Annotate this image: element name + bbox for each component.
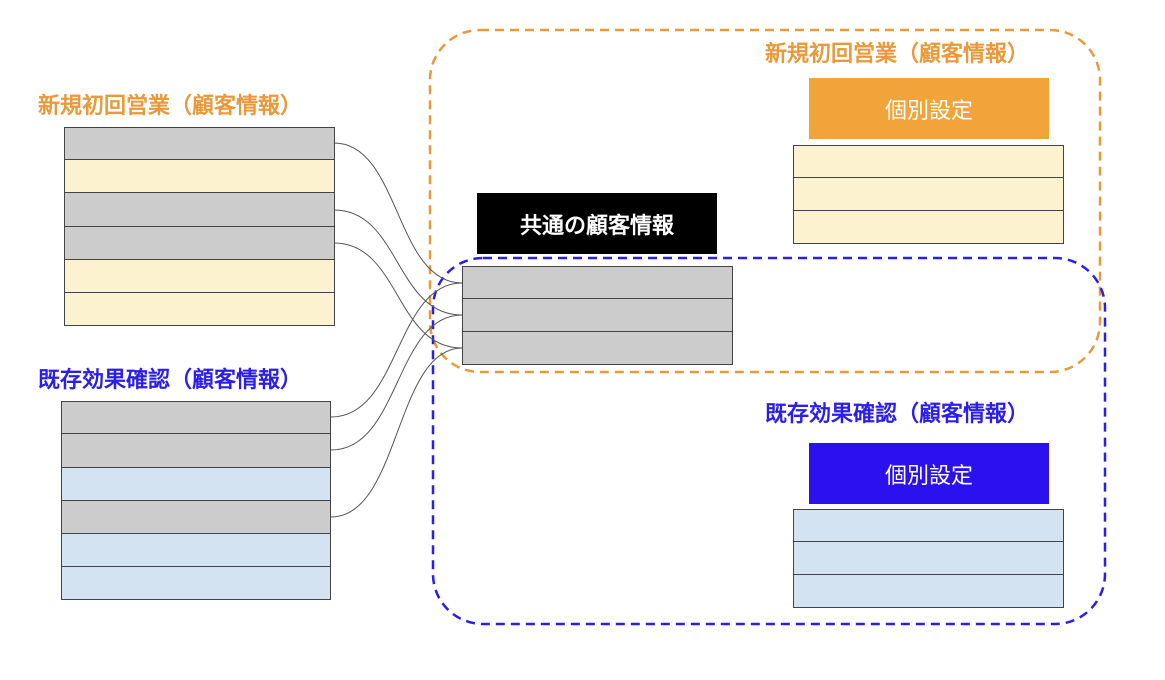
table-row [793, 542, 1064, 575]
table-row [462, 266, 733, 299]
table-row [793, 178, 1064, 211]
right-existing-check-individual-header: 個別設定 [809, 443, 1049, 504]
connector-line [330, 314, 463, 451]
table-row [64, 160, 335, 193]
common-info-header: 共通の顧客情報 [477, 193, 717, 254]
table-row [793, 211, 1064, 244]
right-existing-check-title: 既存効果確認（顧客情報） [765, 402, 1030, 427]
table-row [64, 293, 335, 326]
right-new-sales-table [793, 145, 1064, 244]
right-new-sales-title: 新規初回営業（顧客情報） [765, 42, 1030, 67]
table-row [61, 534, 331, 567]
connector-line [333, 242, 463, 349]
right-new-sales-individual-header: 個別設定 [809, 78, 1049, 139]
table-row [462, 332, 733, 365]
table-row [793, 145, 1064, 178]
table-row [61, 434, 331, 468]
table-row [64, 260, 335, 293]
connector-line [330, 282, 463, 418]
left-new-sales-title: 新規初回営業（顧客情報） [38, 94, 303, 119]
connector-line [333, 209, 463, 316]
right-existing-check-table [793, 509, 1064, 608]
table-row [793, 575, 1064, 608]
individual-settings-label: 個別設定 [884, 463, 973, 489]
individual-settings-label: 個別設定 [884, 98, 973, 124]
table-row [793, 509, 1064, 542]
existing-check-group-boundary [431, 256, 1107, 626]
table-row [61, 501, 331, 534]
table-row [64, 227, 335, 260]
table-row [61, 567, 331, 600]
left-existing-check-title: 既存効果確認（顧客情報） [38, 368, 303, 393]
table-row [64, 193, 335, 227]
connector-line [333, 142, 463, 284]
table-row [64, 127, 335, 160]
connector-line [330, 347, 463, 518]
common-info-header-label: 共通の顧客情報 [519, 213, 674, 239]
table-row [61, 401, 331, 434]
left-existing-check-table [61, 401, 331, 600]
table-row [61, 468, 331, 501]
left-new-sales-table [64, 127, 335, 326]
new-sales-group-boundary [428, 28, 1102, 374]
table-row [462, 299, 733, 332]
common-info-table [462, 266, 733, 365]
